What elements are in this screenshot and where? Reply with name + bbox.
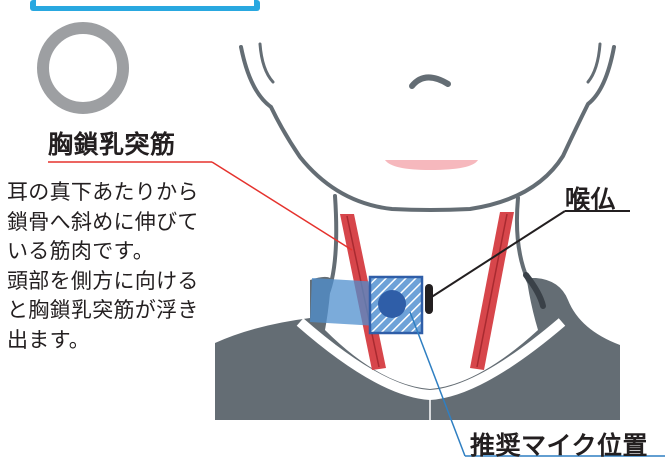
shirt-opening: [296, 318, 566, 401]
chin-mark: [409, 74, 451, 89]
left-jaw-crease: [258, 42, 275, 84]
muscle-leader-diagonal: [211, 161, 353, 251]
mic-position-label: 推奨マイク位置: [470, 431, 649, 460]
muscle-label: 胸鎖乳突筋: [48, 130, 176, 159]
circle-mark-icon: [37, 22, 129, 114]
throat-leader-diagonal: [429, 210, 566, 299]
ear-accent: [523, 272, 546, 309]
description-line: と胸鎖乳突筋が浮き: [7, 298, 199, 322]
description-line: 耳の真下あたりから: [7, 180, 199, 204]
throat-label: 喉仏: [565, 185, 617, 214]
muscle-description: 耳の真下あたりから 鎖骨へ斜めに伸びて いる筋肉です。 頭部を側方に向ける と胸…: [7, 178, 267, 355]
top-header-inner: [36, 0, 254, 6]
description-line: 頭部を側方に向ける: [7, 268, 199, 293]
adams-apple-marker: [425, 284, 433, 314]
mouth: [385, 160, 478, 170]
right-jaw-crease: [586, 42, 602, 84]
face-outline: [239, 45, 616, 212]
mic-leader-diagonal: [409, 311, 466, 457]
right-muscle-fiber: [476, 213, 508, 368]
microphone-center: [378, 290, 406, 318]
mic-cable: [310, 278, 380, 326]
description-line: いる筋肉です。: [7, 239, 154, 263]
description-line: 出ます。: [7, 327, 91, 352]
description-line: 鎖骨へ斜めに伸びて: [7, 209, 199, 234]
